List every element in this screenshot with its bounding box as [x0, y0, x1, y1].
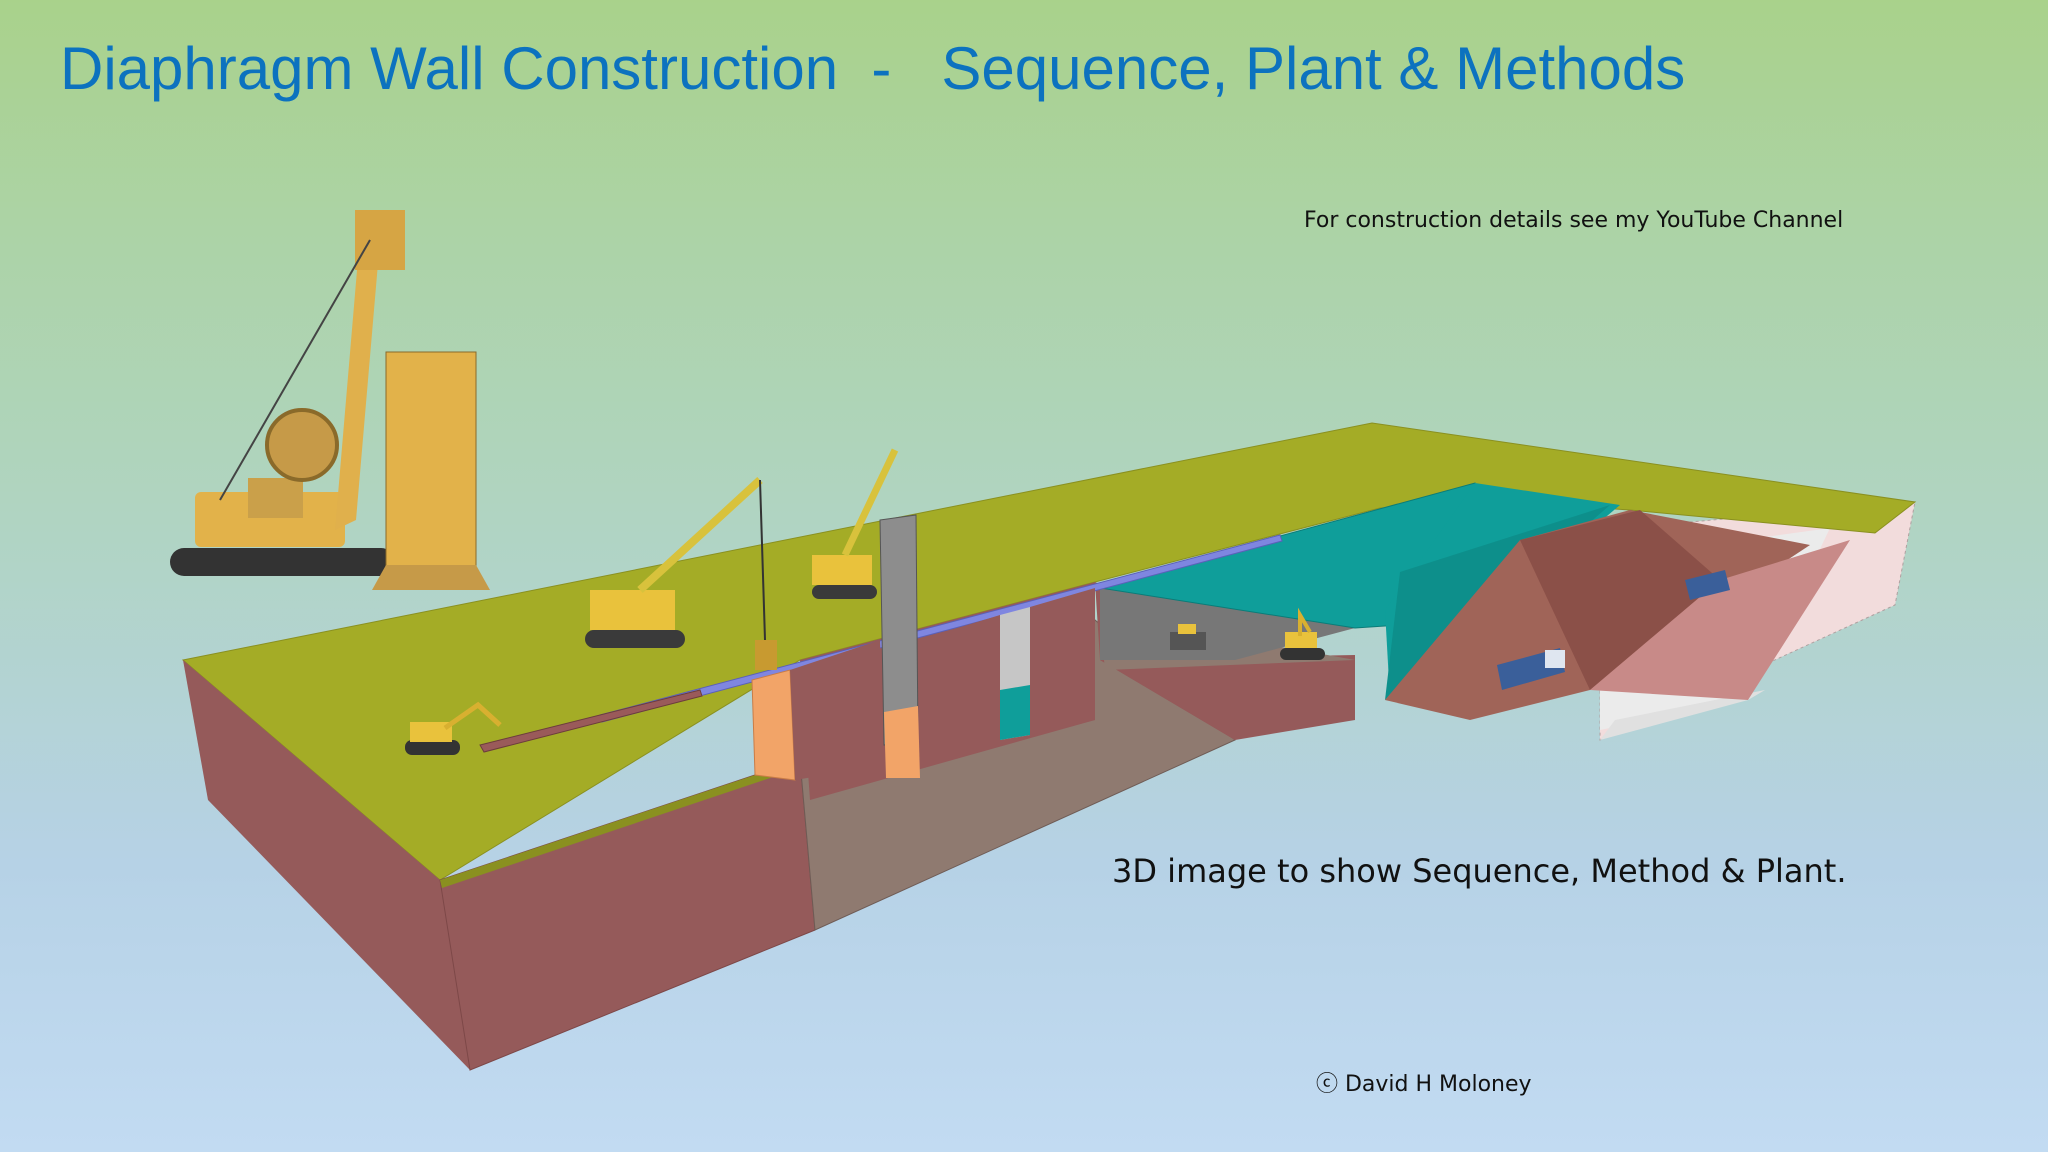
- dump-truck-icon: [1497, 648, 1565, 690]
- diagram-caption: 3D image to show Sequence, Method & Plan…: [1112, 852, 1847, 890]
- guide-wall-trench-left: [479, 689, 703, 753]
- excavator-icon: [405, 701, 502, 755]
- dump-truck-icon: [1685, 570, 1730, 600]
- copyright-credit: ⓒ David H Moloney: [1316, 1072, 1532, 1097]
- excavation-slope: [1385, 510, 1850, 720]
- hydraulic-grab-rig-icon: [170, 210, 490, 590]
- crawler-crane-icon: [812, 448, 899, 599]
- crawler-crane-icon: [585, 477, 777, 670]
- youtube-note: For construction details see my YouTube …: [1304, 208, 1844, 233]
- skid-steer-icon: [1170, 624, 1206, 650]
- excavator-icon: [1280, 607, 1325, 660]
- left-soil-block: [183, 660, 816, 1071]
- page-title: Diaphragm Wall Construction - Sequence, …: [60, 35, 1686, 102]
- wall-panels: [751, 514, 1095, 781]
